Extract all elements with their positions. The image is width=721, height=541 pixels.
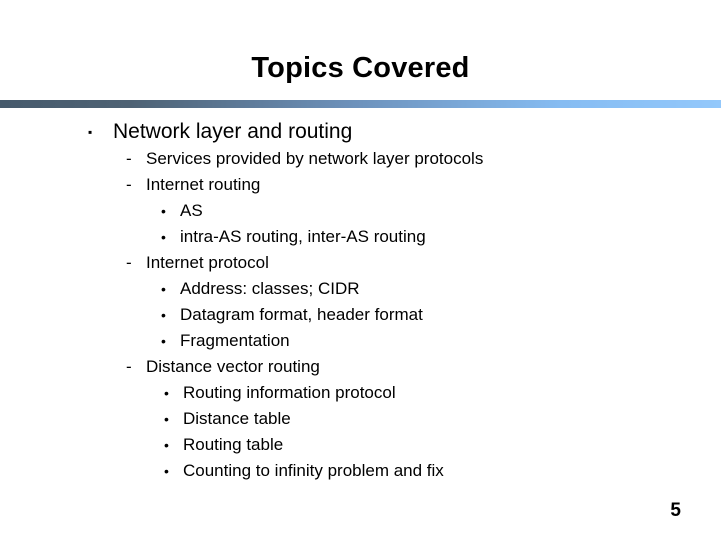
square-bullet-icon: ▪ [88,125,93,139]
outline-item-label: Network layer and routing [113,120,353,143]
outline-item-level3: • AS [0,198,721,224]
page-title: Topics Covered [251,52,470,84]
outline-item-level3: • Datagram format, header format [0,302,721,328]
outline-item-label: Internet routing [146,175,261,194]
outline-item-level3: • Counting to infinity problem and fix [0,458,721,484]
outline-item-level3: • Distance table [0,406,721,432]
outline-item-level3: • Fragmentation [0,328,721,354]
outline-item-label: Datagram format, header format [180,305,423,324]
outline-item-label: Distance vector routing [146,357,320,376]
outline-body: ▪ Network layer and routing - Services p… [0,118,721,484]
round-bullet-icon: • [161,203,166,219]
title-divider-gradient-bar [0,100,721,108]
outline-item-level2: - Distance vector routing [0,354,721,380]
outline-item-label: Routing information protocol [183,383,396,402]
outline-item-level3: • intra-AS routing, inter-AS routing [0,224,721,250]
outline-item-label: Fragmentation [180,331,290,350]
round-bullet-icon: • [164,437,169,453]
outline-item-level2: - Internet protocol [0,250,721,276]
round-bullet-icon: • [161,307,166,323]
dash-bullet-icon: - [126,175,132,194]
round-bullet-icon: • [161,281,166,297]
outline-item-label: Address: classes; CIDR [180,279,360,298]
outline-item-label: Internet protocol [146,253,269,272]
outline-item-level3: • Routing table [0,432,721,458]
round-bullet-icon: • [164,385,169,401]
round-bullet-icon: • [164,411,169,427]
outline-item-level1: ▪ Network layer and routing [0,118,721,146]
outline-item-label: Distance table [183,409,291,428]
round-bullet-icon: • [164,463,169,479]
dash-bullet-icon: - [126,149,132,168]
outline-item-level3: • Address: classes; CIDR [0,276,721,302]
outline-item-level3: • Routing information protocol [0,380,721,406]
dash-bullet-icon: - [126,253,132,272]
outline-item-label: AS [180,201,203,220]
outline-item-label: Services provided by network layer proto… [146,149,484,168]
outline-item-label: Counting to infinity problem and fix [183,461,444,480]
outline-item-level2: - Services provided by network layer pro… [0,146,721,172]
page-number: 5 [670,500,681,521]
outline-item-label: Routing table [183,435,284,454]
dash-bullet-icon: - [126,357,132,376]
outline-item-level2: - Internet routing [0,172,721,198]
round-bullet-icon: • [161,229,166,245]
round-bullet-icon: • [161,333,166,349]
outline-item-label: intra-AS routing, inter-AS routing [180,227,426,246]
